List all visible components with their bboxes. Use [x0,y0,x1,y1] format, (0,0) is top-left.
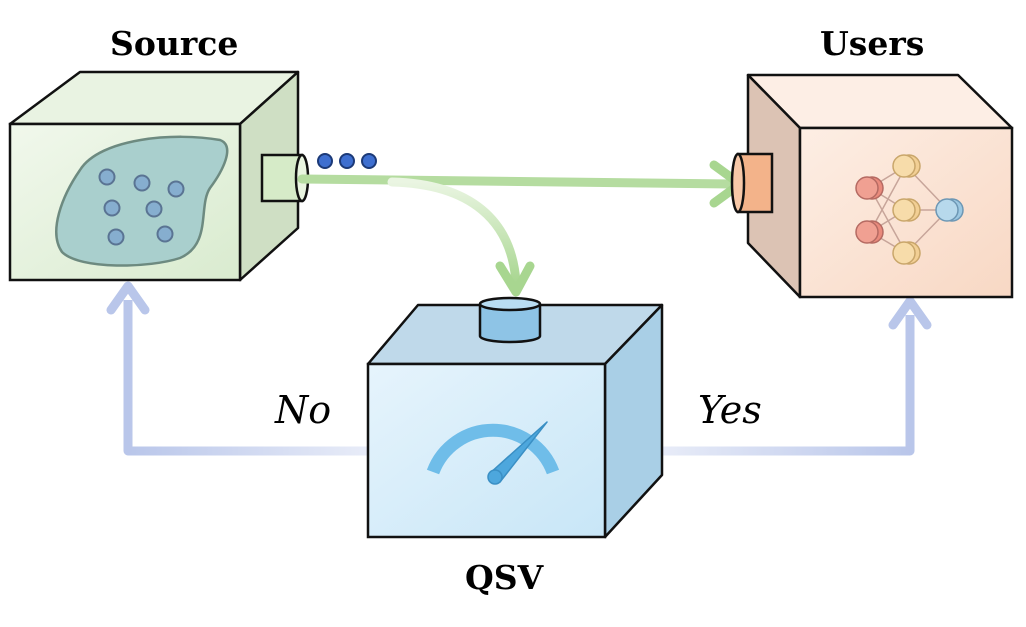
qsv-input-port [478,296,542,344]
users-label: Users [820,24,925,63]
data-dots [317,153,377,169]
qsv-label: QSV [465,558,544,597]
users-cube [730,73,1014,299]
source-cube [8,70,310,282]
yes-label: Yes [698,388,762,432]
neural-network-icon [855,154,964,265]
no-feedback-arrow [106,281,368,456]
data-blob-icon [55,135,229,267]
no-label: No [275,388,332,432]
data-to-qsv-arrow [387,177,535,297]
data-flow-arrow [297,160,745,208]
qsv-cube [366,296,664,539]
speedometer-icon [426,421,560,485]
yes-feedback-arrow [660,296,932,456]
source-label: Source [110,24,239,63]
users-input-port [730,152,774,214]
